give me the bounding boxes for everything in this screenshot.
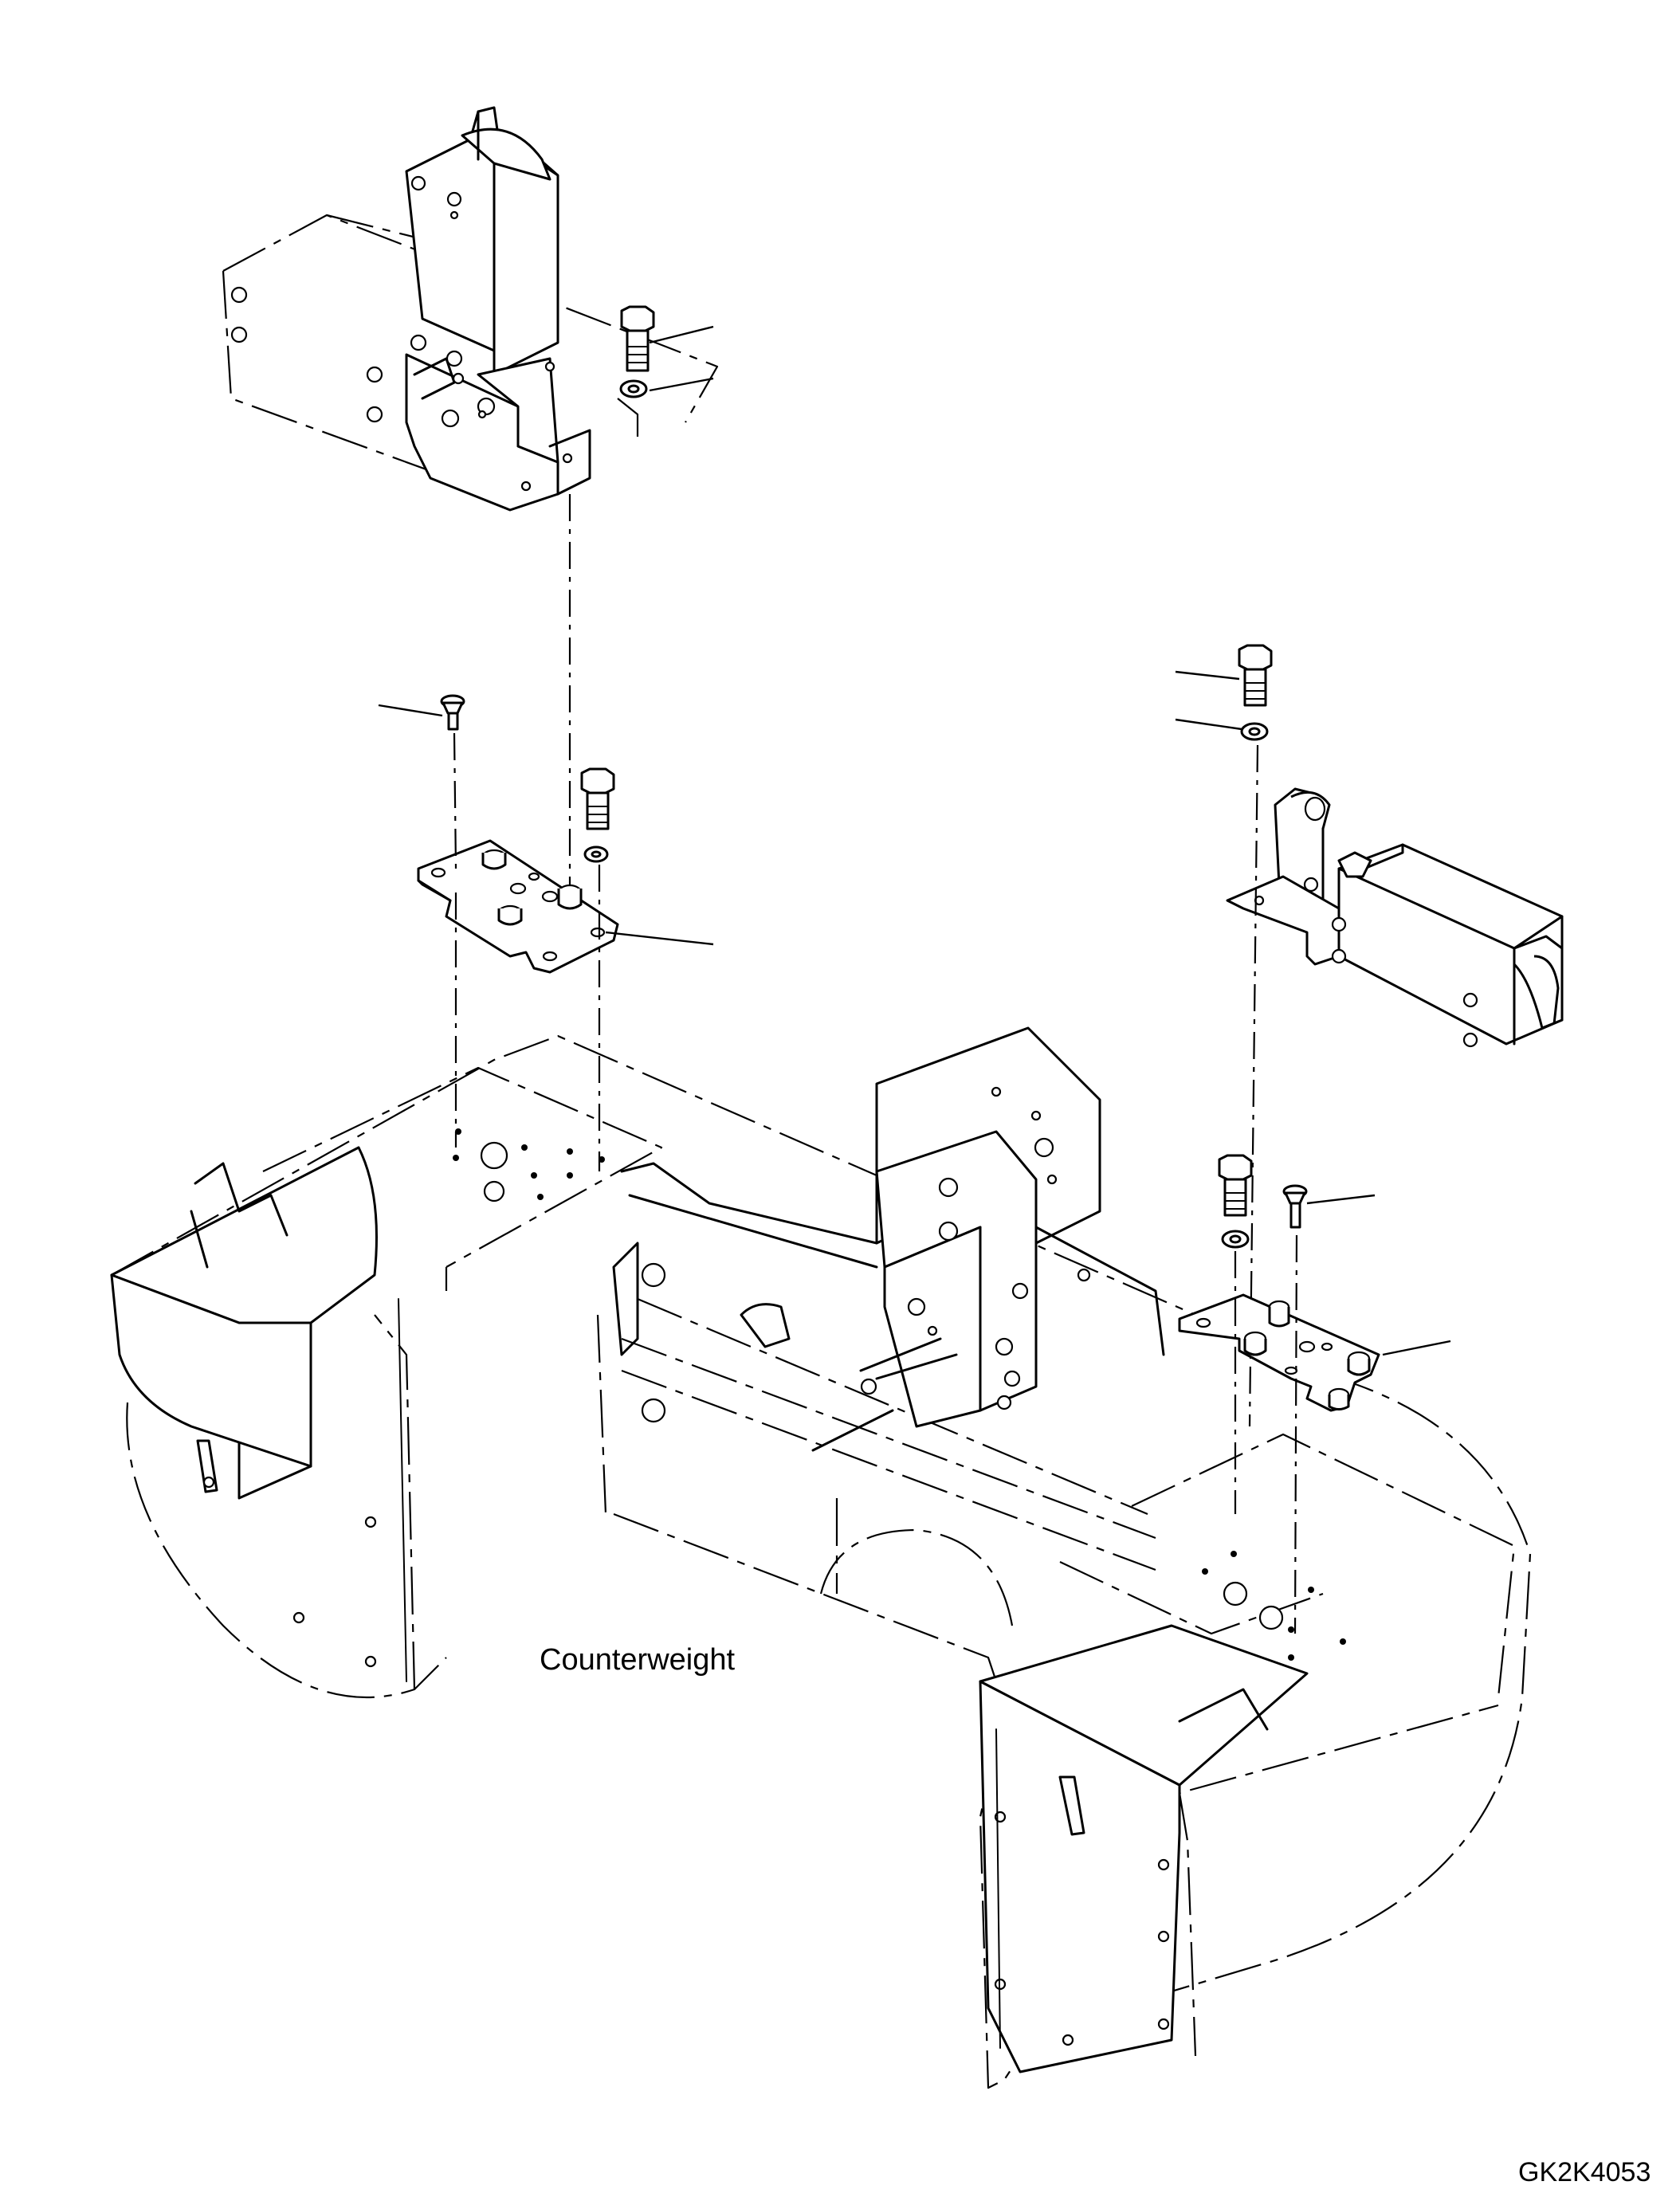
counterweight-label: Counterweight [540,1643,735,1677]
left-flat-screw [440,694,465,731]
left-side-cover [110,1146,407,1682]
left-screw-centerline [453,732,457,869]
right-mounting-plate [1178,1293,1380,1412]
right-plate-washer [1221,1230,1250,1249]
upper-left-bolt [620,305,655,372]
right-flat-screw [1282,1184,1308,1229]
center-bracket-assembly [612,1026,1165,1452]
counterweight-body [111,1034,1532,2089]
left-plate-bolt [580,767,615,830]
right-side-cover [979,1624,1309,2073]
right-plate-bolt [1218,1154,1253,1217]
left-plate-washer [583,845,609,863]
upper-left-bolt-path [617,398,639,446]
leader-lines [378,325,1451,1356]
upper-left-solenoid-assembly [222,106,719,512]
right-upper-washer [1240,722,1269,741]
right-solenoid-assembly [1226,787,1564,1048]
right-top-mount-holes [1202,1551,1346,1661]
right-screw-centerline [1293,1234,1298,1634]
drawing-code: GK2K4053 [1518,2157,1651,2187]
upper-left-washer [619,379,648,398]
left-top-mount-holes [453,1128,605,1202]
right-upper-bolt [1238,644,1273,707]
left-mounting-plate [417,839,619,974]
right-solenoid-centerline [1248,744,1259,1427]
